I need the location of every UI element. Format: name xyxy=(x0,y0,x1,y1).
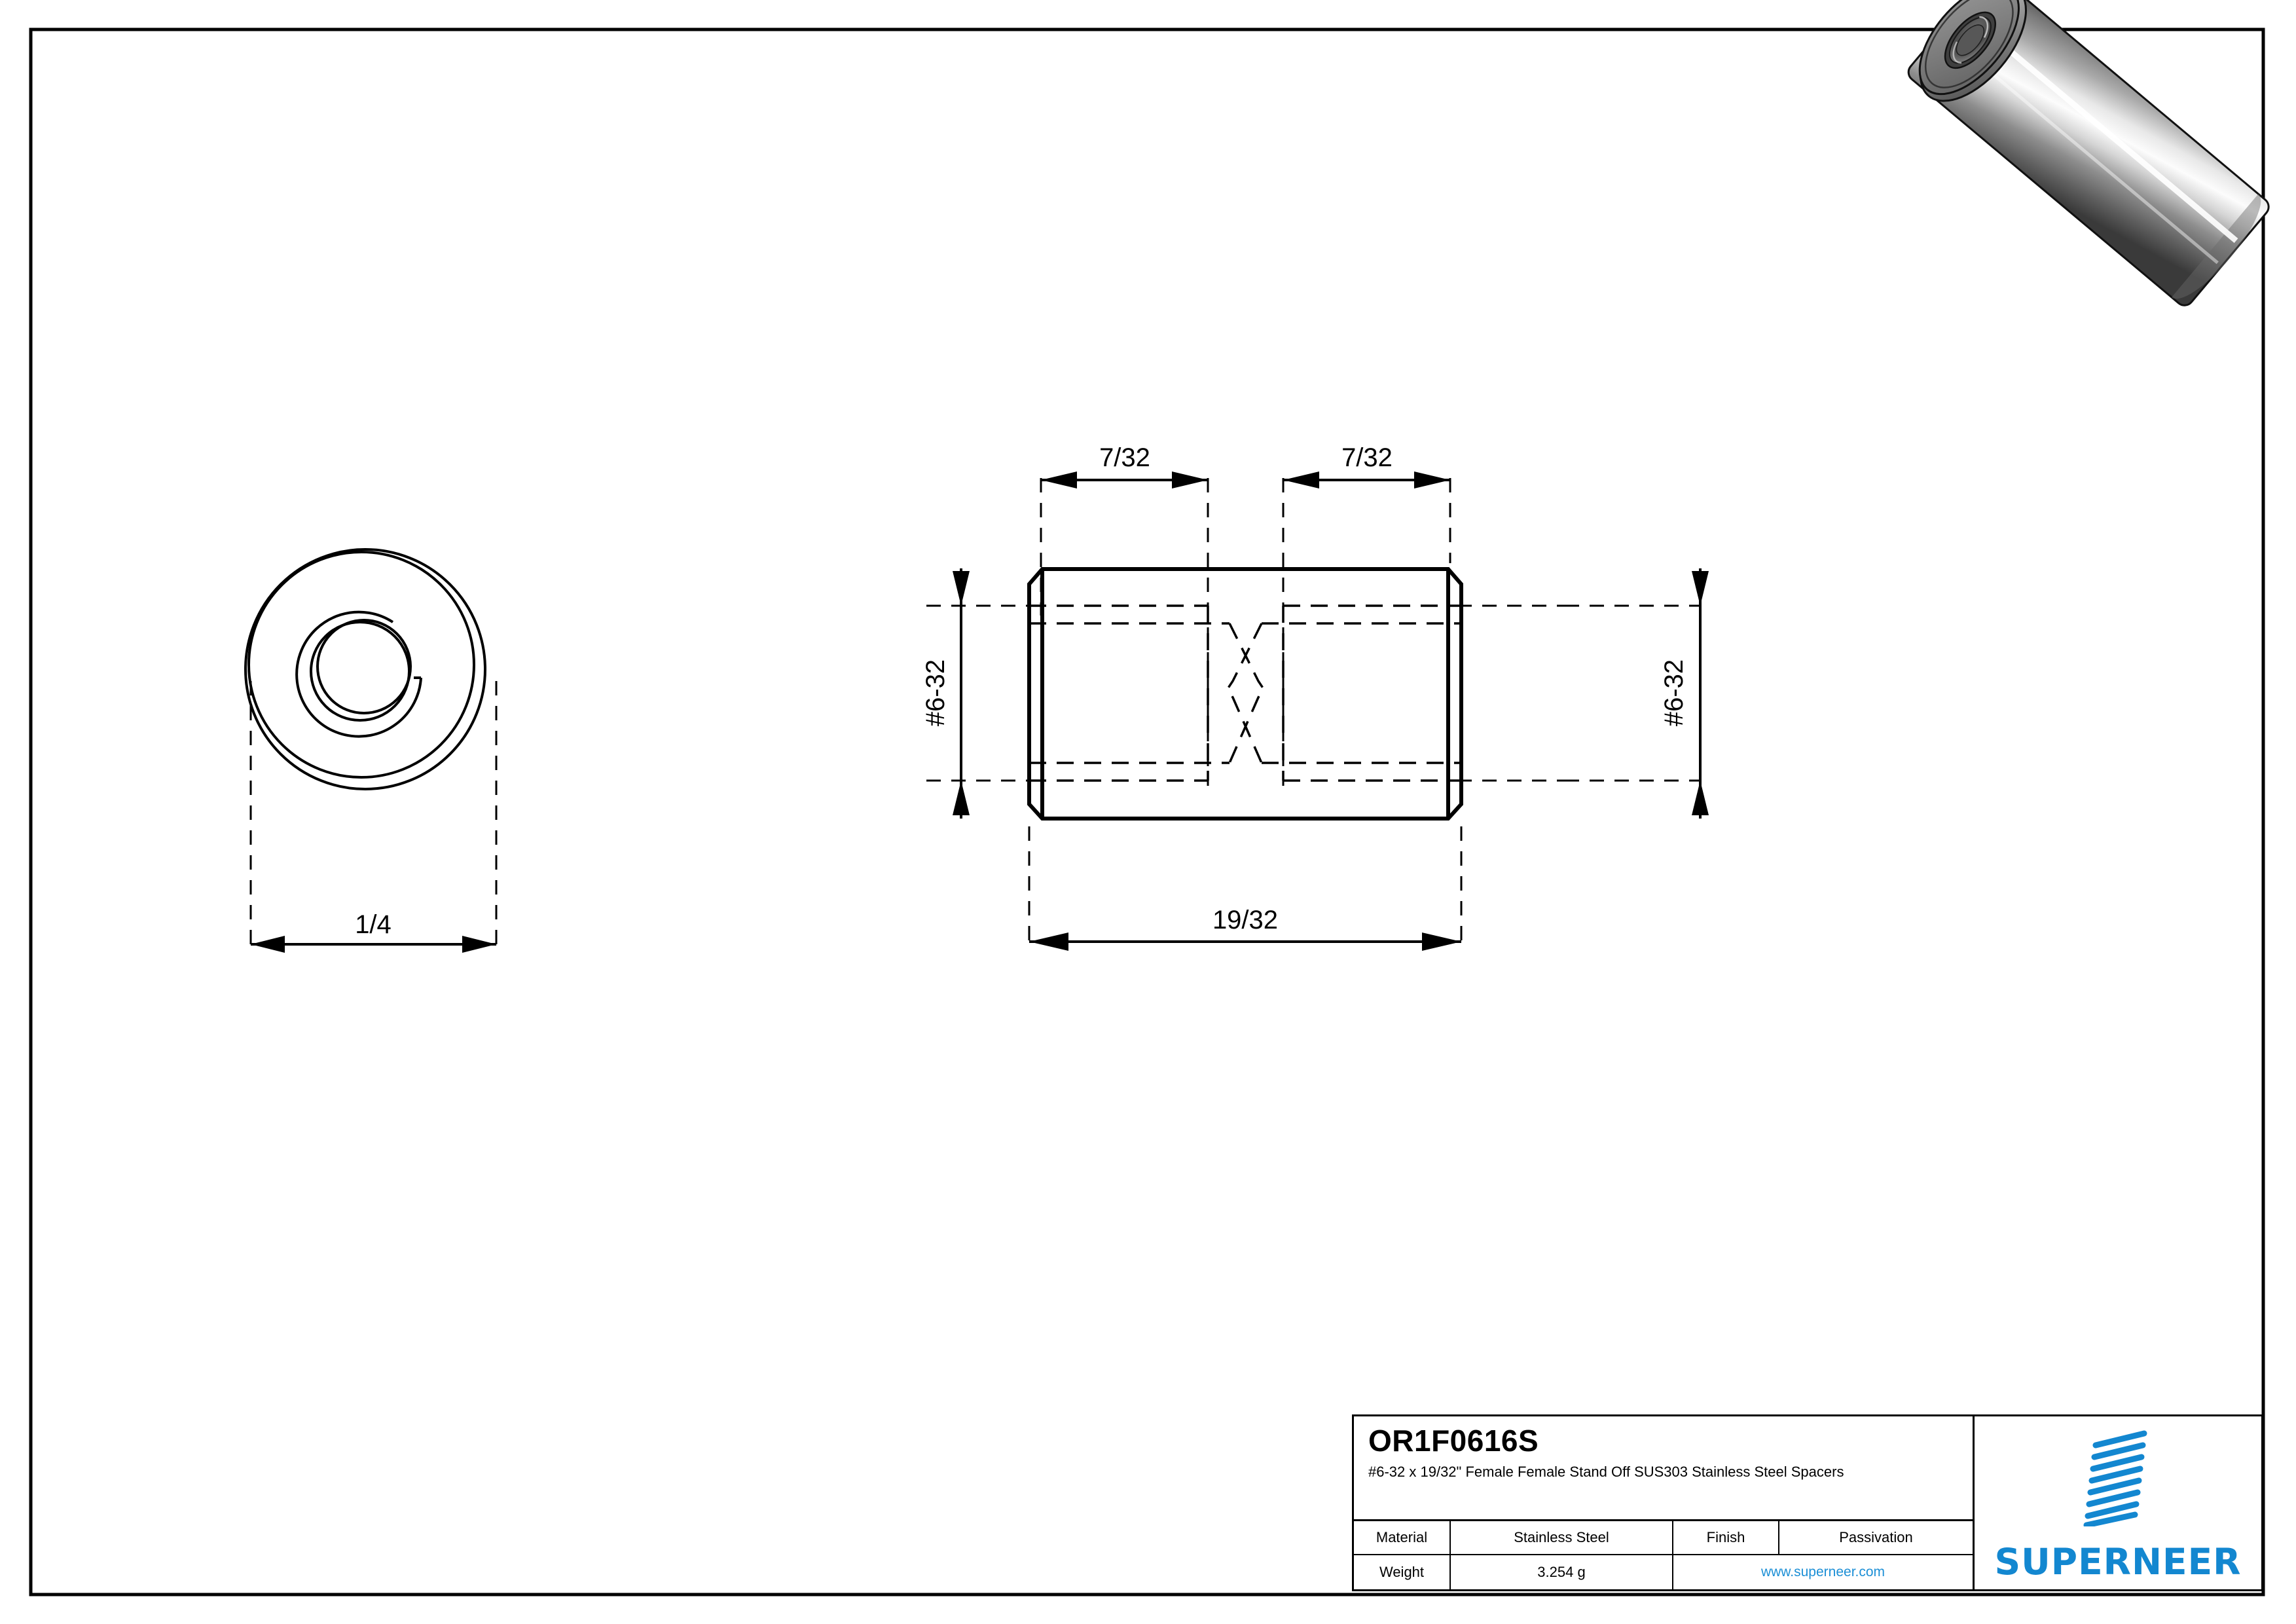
brand-wordmark: SUPERNEER xyxy=(1994,1541,2242,1583)
side-view: 7/32 7/32 #6-32 xyxy=(921,443,1709,951)
title-block: OR1F0616S #6-32 x 19/32" Female Female S… xyxy=(1352,1414,2263,1591)
weight-value: 3.254 g xyxy=(1451,1555,1673,1589)
end-view-diameter-label: 1/4 xyxy=(355,910,392,939)
thread-size-right-label: #6-32 xyxy=(1660,659,1688,726)
end-view: 1/4 xyxy=(244,548,498,953)
material-value: Stainless Steel xyxy=(1451,1521,1673,1554)
overall-length-label: 19/32 xyxy=(1212,906,1278,934)
material-row: Material Stainless Steel Finish Passivat… xyxy=(1354,1521,1973,1555)
dim-thread-depth-left: 7/32 xyxy=(1040,443,1209,786)
website-cell[interactable]: www.superneer.com xyxy=(1673,1555,1973,1589)
finish-label: Finish xyxy=(1673,1521,1779,1554)
thread-depth-right-label: 7/32 xyxy=(1341,443,1393,472)
sheet-border xyxy=(29,28,2265,1596)
brand-block: SUPERNEER xyxy=(1975,1416,2261,1589)
weight-row: Weight 3.254 g www.superneer.com xyxy=(1354,1555,1973,1589)
dim-thread-size-left: #6-32 xyxy=(921,568,1034,819)
website-link[interactable]: www.superneer.com xyxy=(1760,1564,1886,1579)
title-block-info: OR1F0616S #6-32 x 19/32" Female Female S… xyxy=(1354,1416,1975,1589)
part-description: #6-32 x 19/32" Female Female Stand Off S… xyxy=(1368,1464,1844,1480)
part-number: OR1F0616S xyxy=(1368,1424,1539,1458)
superneer-logo-icon xyxy=(2083,1430,2147,1526)
finish-value: Passivation xyxy=(1839,1529,1913,1545)
dim-thread-depth-right: 7/32 xyxy=(1282,443,1451,786)
title-block-header: OR1F0616S #6-32 x 19/32" Female Female S… xyxy=(1354,1416,1973,1521)
weight-label: Weight xyxy=(1354,1555,1451,1589)
isometric-render xyxy=(1907,0,2270,306)
thread-size-left-label: #6-32 xyxy=(921,659,950,726)
material-label: Material xyxy=(1354,1521,1451,1554)
thread-depth-left-label: 7/32 xyxy=(1099,443,1150,472)
dim-overall-length: 19/32 xyxy=(1028,826,1463,951)
dim-thread-size-right: #6-32 xyxy=(1457,568,1709,819)
